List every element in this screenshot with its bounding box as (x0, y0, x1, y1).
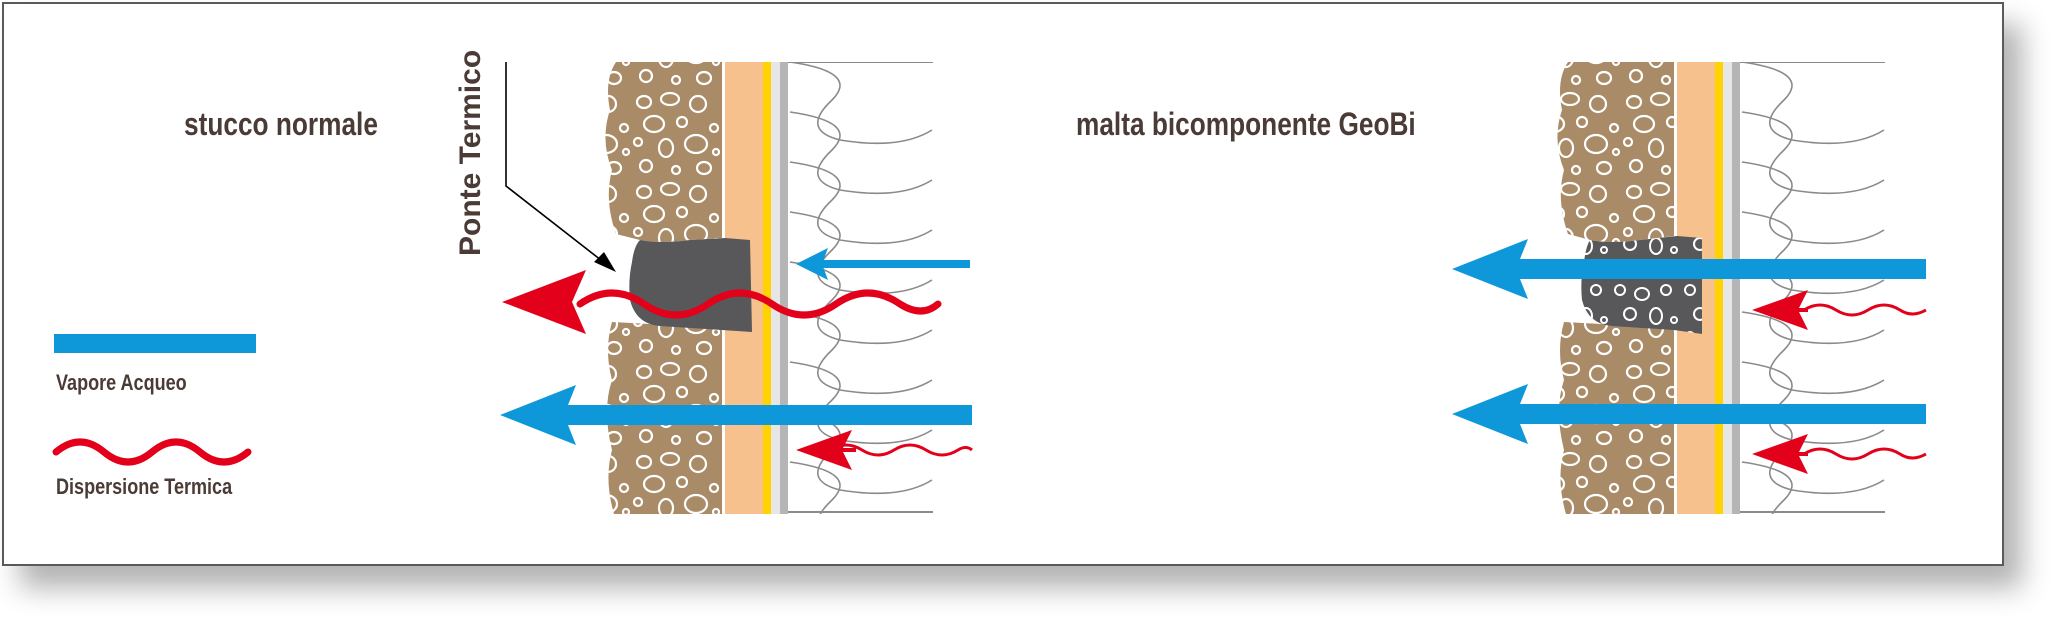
thermal-bridge-label: Ponte Termico (454, 49, 487, 256)
right-adhesive-layer (1715, 62, 1723, 514)
left-section-title: stucco normale (184, 106, 378, 142)
right-heat-wave-top (1752, 290, 1927, 330)
left-stone-upper (605, 62, 722, 242)
left-grey-joint (629, 238, 752, 332)
right-stone-upper (1557, 62, 1674, 242)
right-vapor-arrow-bottom (1452, 384, 1926, 444)
right-wall-section (1557, 62, 1885, 514)
left-adhesive-layer (763, 62, 771, 514)
callout-line (505, 62, 607, 265)
left-heat-wave-top (502, 270, 942, 334)
callout-arrowhead (594, 252, 616, 272)
right-geobi-joint (1581, 236, 1702, 334)
legend-heat-swatch (52, 438, 252, 466)
legend-heat-label: Dispersione Termica (56, 474, 233, 499)
right-vapor-arrow-top (1452, 239, 1926, 299)
legend-vapor-swatch (54, 334, 256, 353)
legend-vapor-label: Vapore Acqueo (56, 370, 187, 395)
left-insulation-panel (788, 62, 933, 514)
right-insulation-panel (1740, 62, 1885, 514)
left-heat-wave-bottom (796, 430, 973, 470)
left-vapor-arrow-bottom (500, 385, 972, 445)
right-section-title: malta bicomponente GeoBi (1076, 106, 1416, 142)
right-heat-wave-bottom (1752, 434, 1927, 474)
left-vapor-arrow-top (796, 248, 970, 280)
